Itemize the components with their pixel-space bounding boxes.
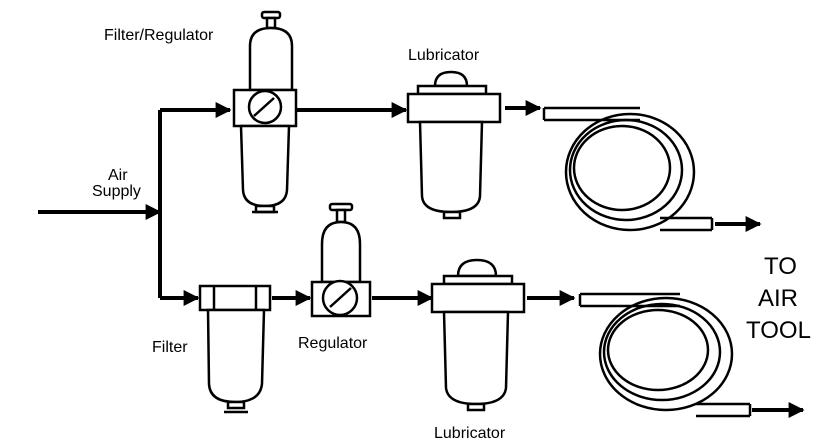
lub-bottom-drain bbox=[466, 402, 486, 412]
filter-drain bbox=[226, 400, 246, 410]
supply-lines bbox=[38, 100, 805, 418]
lub-bottom-cap bbox=[456, 258, 498, 278]
label-lubricator-top: Lubricator bbox=[408, 47, 480, 64]
lubricator-unit-top bbox=[406, 70, 502, 220]
hose-bottom-loop-2 bbox=[602, 302, 722, 402]
filter-body bbox=[198, 284, 272, 312]
reg-bonnet bbox=[320, 220, 362, 284]
filter-regulator-unit bbox=[232, 10, 298, 214]
lub-top-body bbox=[406, 92, 502, 124]
fr-bowl bbox=[239, 124, 291, 208]
fr-gauge-needle bbox=[253, 97, 275, 117]
hose-coil-bottom bbox=[578, 292, 752, 418]
label-air: Air bbox=[108, 167, 128, 184]
filter-bowl bbox=[206, 308, 266, 404]
lub-top-bowl bbox=[418, 120, 484, 214]
lub-bottom-bowl bbox=[442, 310, 510, 406]
lub-top-drain bbox=[442, 210, 462, 220]
lub-bottom-body bbox=[430, 282, 526, 314]
label-supply: Supply bbox=[92, 183, 141, 200]
hose-coil-top bbox=[542, 106, 714, 232]
lub-top-cap bbox=[433, 70, 469, 88]
label-filter-regulator: Filter/Regulator bbox=[104, 27, 214, 44]
hose-bottom-loop-3 bbox=[606, 308, 710, 392]
hose-bottom-loop-1 bbox=[598, 296, 734, 412]
label-filter: Filter bbox=[152, 339, 188, 356]
reg-handle-stem bbox=[335, 208, 347, 224]
label-regulator: Regulator bbox=[298, 335, 368, 352]
regulator-unit bbox=[310, 202, 372, 318]
fr-bonnet bbox=[248, 26, 294, 92]
hose-top-loop-1 bbox=[564, 112, 696, 232]
label-to: TO bbox=[764, 253, 797, 280]
label-lubricator-bottom: Lubricator bbox=[434, 425, 506, 442]
fr-handle-stem bbox=[265, 16, 277, 30]
reg-gauge-needle bbox=[329, 287, 352, 308]
hose-top-loop-2 bbox=[568, 118, 684, 222]
label-tool: TOOL bbox=[746, 317, 811, 344]
hose-top-loop-3 bbox=[572, 124, 672, 212]
label-air-word: AIR bbox=[758, 285, 798, 312]
filter-unit bbox=[198, 284, 272, 414]
lubricator-unit-bottom bbox=[430, 258, 526, 412]
